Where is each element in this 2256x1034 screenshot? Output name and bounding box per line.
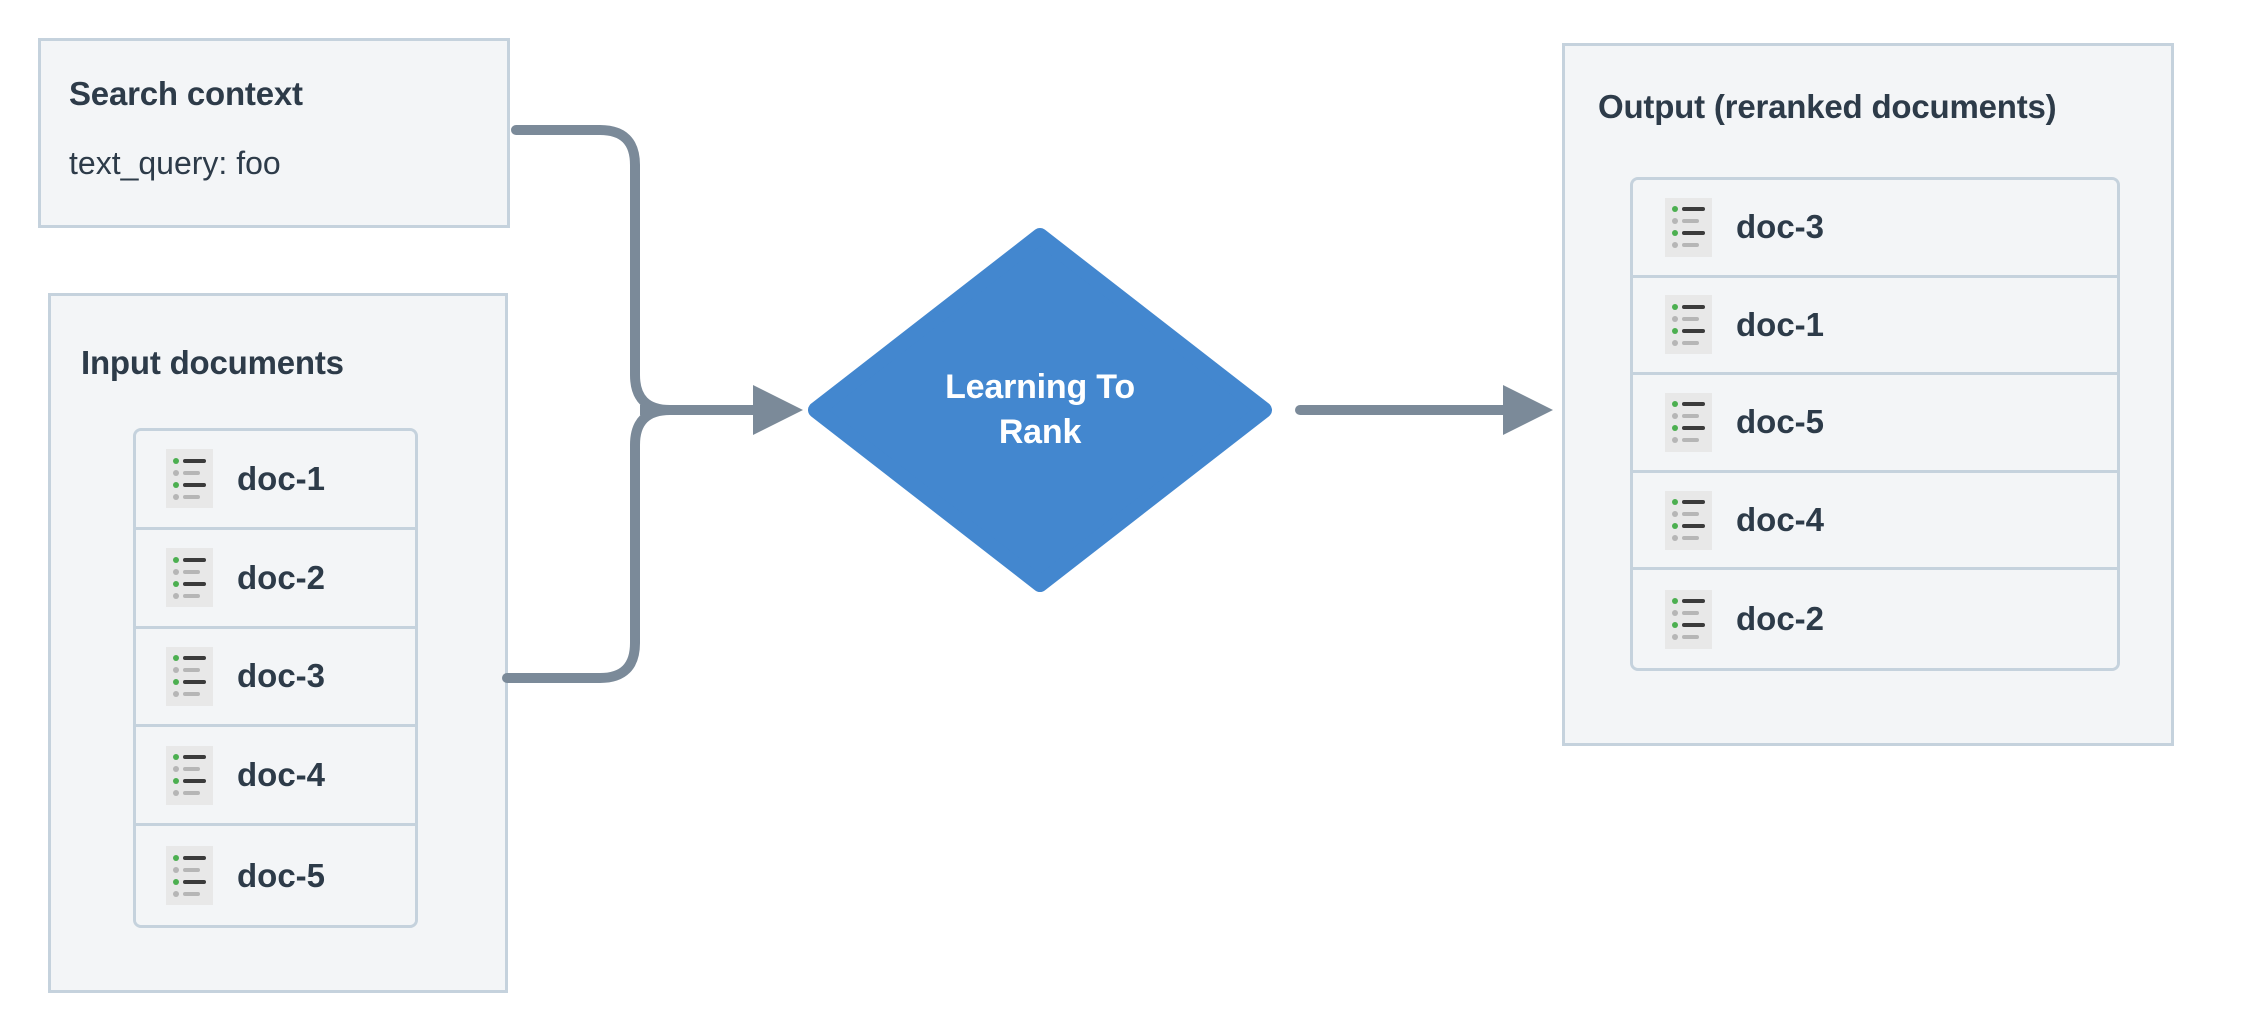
- document-list-icon: [166, 548, 213, 608]
- connector-input-documents-to-node: [502, 405, 675, 683]
- output-panel: Output (reranked documents) doc-3: [1562, 43, 2174, 746]
- document-list-icon: [1665, 197, 1712, 257]
- input-document-list: doc-1 doc-2 doc-3: [133, 428, 418, 928]
- document-list-icon: [1665, 589, 1712, 649]
- list-item-label: doc-3: [237, 657, 326, 695]
- list-item-label: doc-2: [237, 558, 326, 596]
- list-item-label: doc-3: [1736, 208, 1825, 246]
- input-documents-panel: Input documents doc-1 doc-2: [48, 293, 508, 993]
- document-list-icon: [166, 745, 213, 805]
- document-list-icon: [1665, 490, 1712, 550]
- document-list-icon: [1665, 295, 1712, 355]
- list-item-label: doc-2: [1736, 600, 1825, 638]
- list-item[interactable]: doc-5: [136, 826, 415, 925]
- list-item[interactable]: doc-1: [1633, 277, 2117, 376]
- list-item[interactable]: doc-4: [1633, 472, 2117, 571]
- document-list-icon: [1665, 392, 1712, 452]
- list-item[interactable]: doc-3: [136, 628, 415, 728]
- list-item[interactable]: doc-1: [136, 431, 415, 530]
- list-item-label: doc-5: [1736, 403, 1825, 441]
- input-documents-title: Input documents: [81, 344, 344, 381]
- list-item[interactable]: doc-5: [1633, 375, 2117, 473]
- connector-search-context-to-node: [511, 125, 675, 415]
- list-item[interactable]: doc-2: [136, 529, 415, 629]
- search-context-title: Search context: [69, 75, 303, 112]
- list-item[interactable]: doc-2: [1633, 570, 2117, 668]
- document-list-icon: [166, 449, 213, 509]
- document-list-icon: [166, 846, 213, 906]
- search-context-query: text_query: foo: [69, 145, 281, 181]
- list-item-label: doc-5: [237, 856, 326, 894]
- list-item-label: doc-1: [237, 459, 326, 497]
- list-item[interactable]: doc-3: [1633, 180, 2117, 278]
- list-item-label: doc-4: [237, 756, 326, 794]
- output-document-list: doc-3 doc-1 doc-5: [1630, 177, 2120, 671]
- list-item-label: doc-4: [1736, 501, 1825, 539]
- document-list-icon: [166, 646, 213, 706]
- list-item[interactable]: doc-4: [136, 727, 415, 827]
- output-panel-title: Output (reranked documents): [1598, 88, 2057, 125]
- list-item-label: doc-1: [1736, 305, 1825, 343]
- search-context-panel: Search context text_query: foo: [38, 38, 510, 228]
- diamond-shape: [808, 228, 1272, 592]
- learning-to-rank-node[interactable]: Learning To Rank: [808, 228, 1272, 592]
